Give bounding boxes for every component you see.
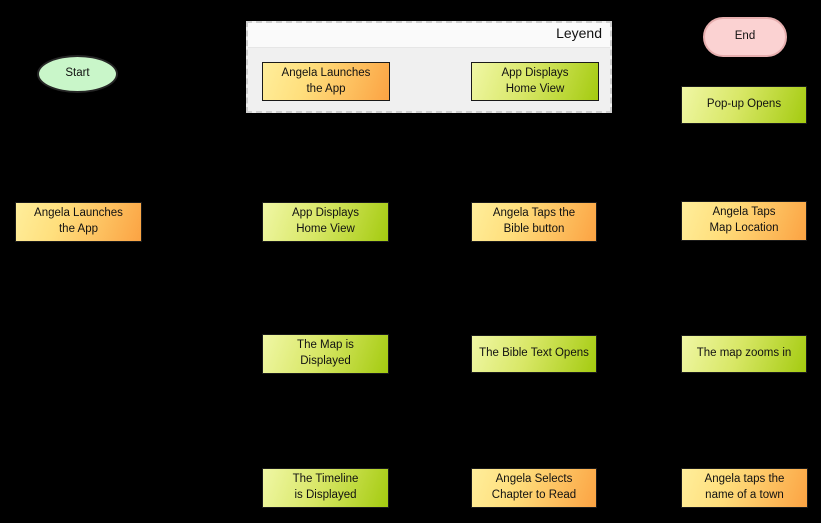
node-angela-taps-town-name-label: Angela taps the name of a town: [704, 473, 785, 501]
node-angela-taps-map-location-label: Angela Taps Map Location: [709, 206, 779, 234]
node-angela-selects-chapter-label: Angela Selects Chapter to Read: [491, 473, 577, 501]
node-angela-taps-map-location: Angela Taps Map Location: [681, 201, 807, 241]
node-angela-launches-app-label: Angela Launches the App: [34, 207, 123, 235]
end-node: End: [703, 17, 787, 57]
node-angela-taps-bible-button: Angela Taps the Bible button: [471, 202, 597, 242]
legend-item-system-response-label: App Displays Home View: [501, 66, 569, 95]
node-popup-opens: Pop-up Opens: [681, 86, 807, 124]
legend: Leyend Angela Launches the App App Displ…: [246, 21, 612, 113]
legend-item-user-action-label: Angela Launches the App: [281, 66, 371, 95]
node-map-is-displayed-label: The Map is Displayed: [297, 339, 354, 367]
node-popup-opens-label: Pop-up Opens: [706, 98, 782, 111]
node-angela-taps-town-name: Angela taps the name of a town: [681, 468, 808, 508]
node-bible-text-opens: The Bible Text Opens: [471, 335, 597, 373]
node-map-zooms-in-label: The map zooms in: [696, 347, 792, 360]
end-node-label: End: [734, 30, 756, 43]
legend-title: Leyend: [248, 23, 610, 48]
node-app-displays-home-view-label: App Displays Home View: [291, 207, 360, 235]
node-angela-selects-chapter: Angela Selects Chapter to Read: [471, 468, 597, 508]
node-angela-launches-app: Angela Launches the App: [15, 202, 142, 242]
start-node: Start: [37, 55, 118, 93]
node-bible-text-opens-label: The Bible Text Opens: [479, 347, 589, 360]
legend-item-user-action: Angela Launches the App: [262, 62, 390, 101]
node-angela-taps-bible-button-label: Angela Taps the Bible button: [492, 207, 576, 235]
node-map-zooms-in: The map zooms in: [681, 335, 807, 373]
start-node-label: Start: [65, 67, 90, 80]
node-map-is-displayed: The Map is Displayed: [262, 334, 389, 374]
node-app-displays-home-view: App Displays Home View: [262, 202, 389, 242]
node-timeline-is-displayed-label: The Timeline is Displayed: [292, 473, 359, 501]
node-timeline-is-displayed: The Timeline is Displayed: [262, 468, 389, 508]
legend-item-system-response: App Displays Home View: [471, 62, 599, 101]
